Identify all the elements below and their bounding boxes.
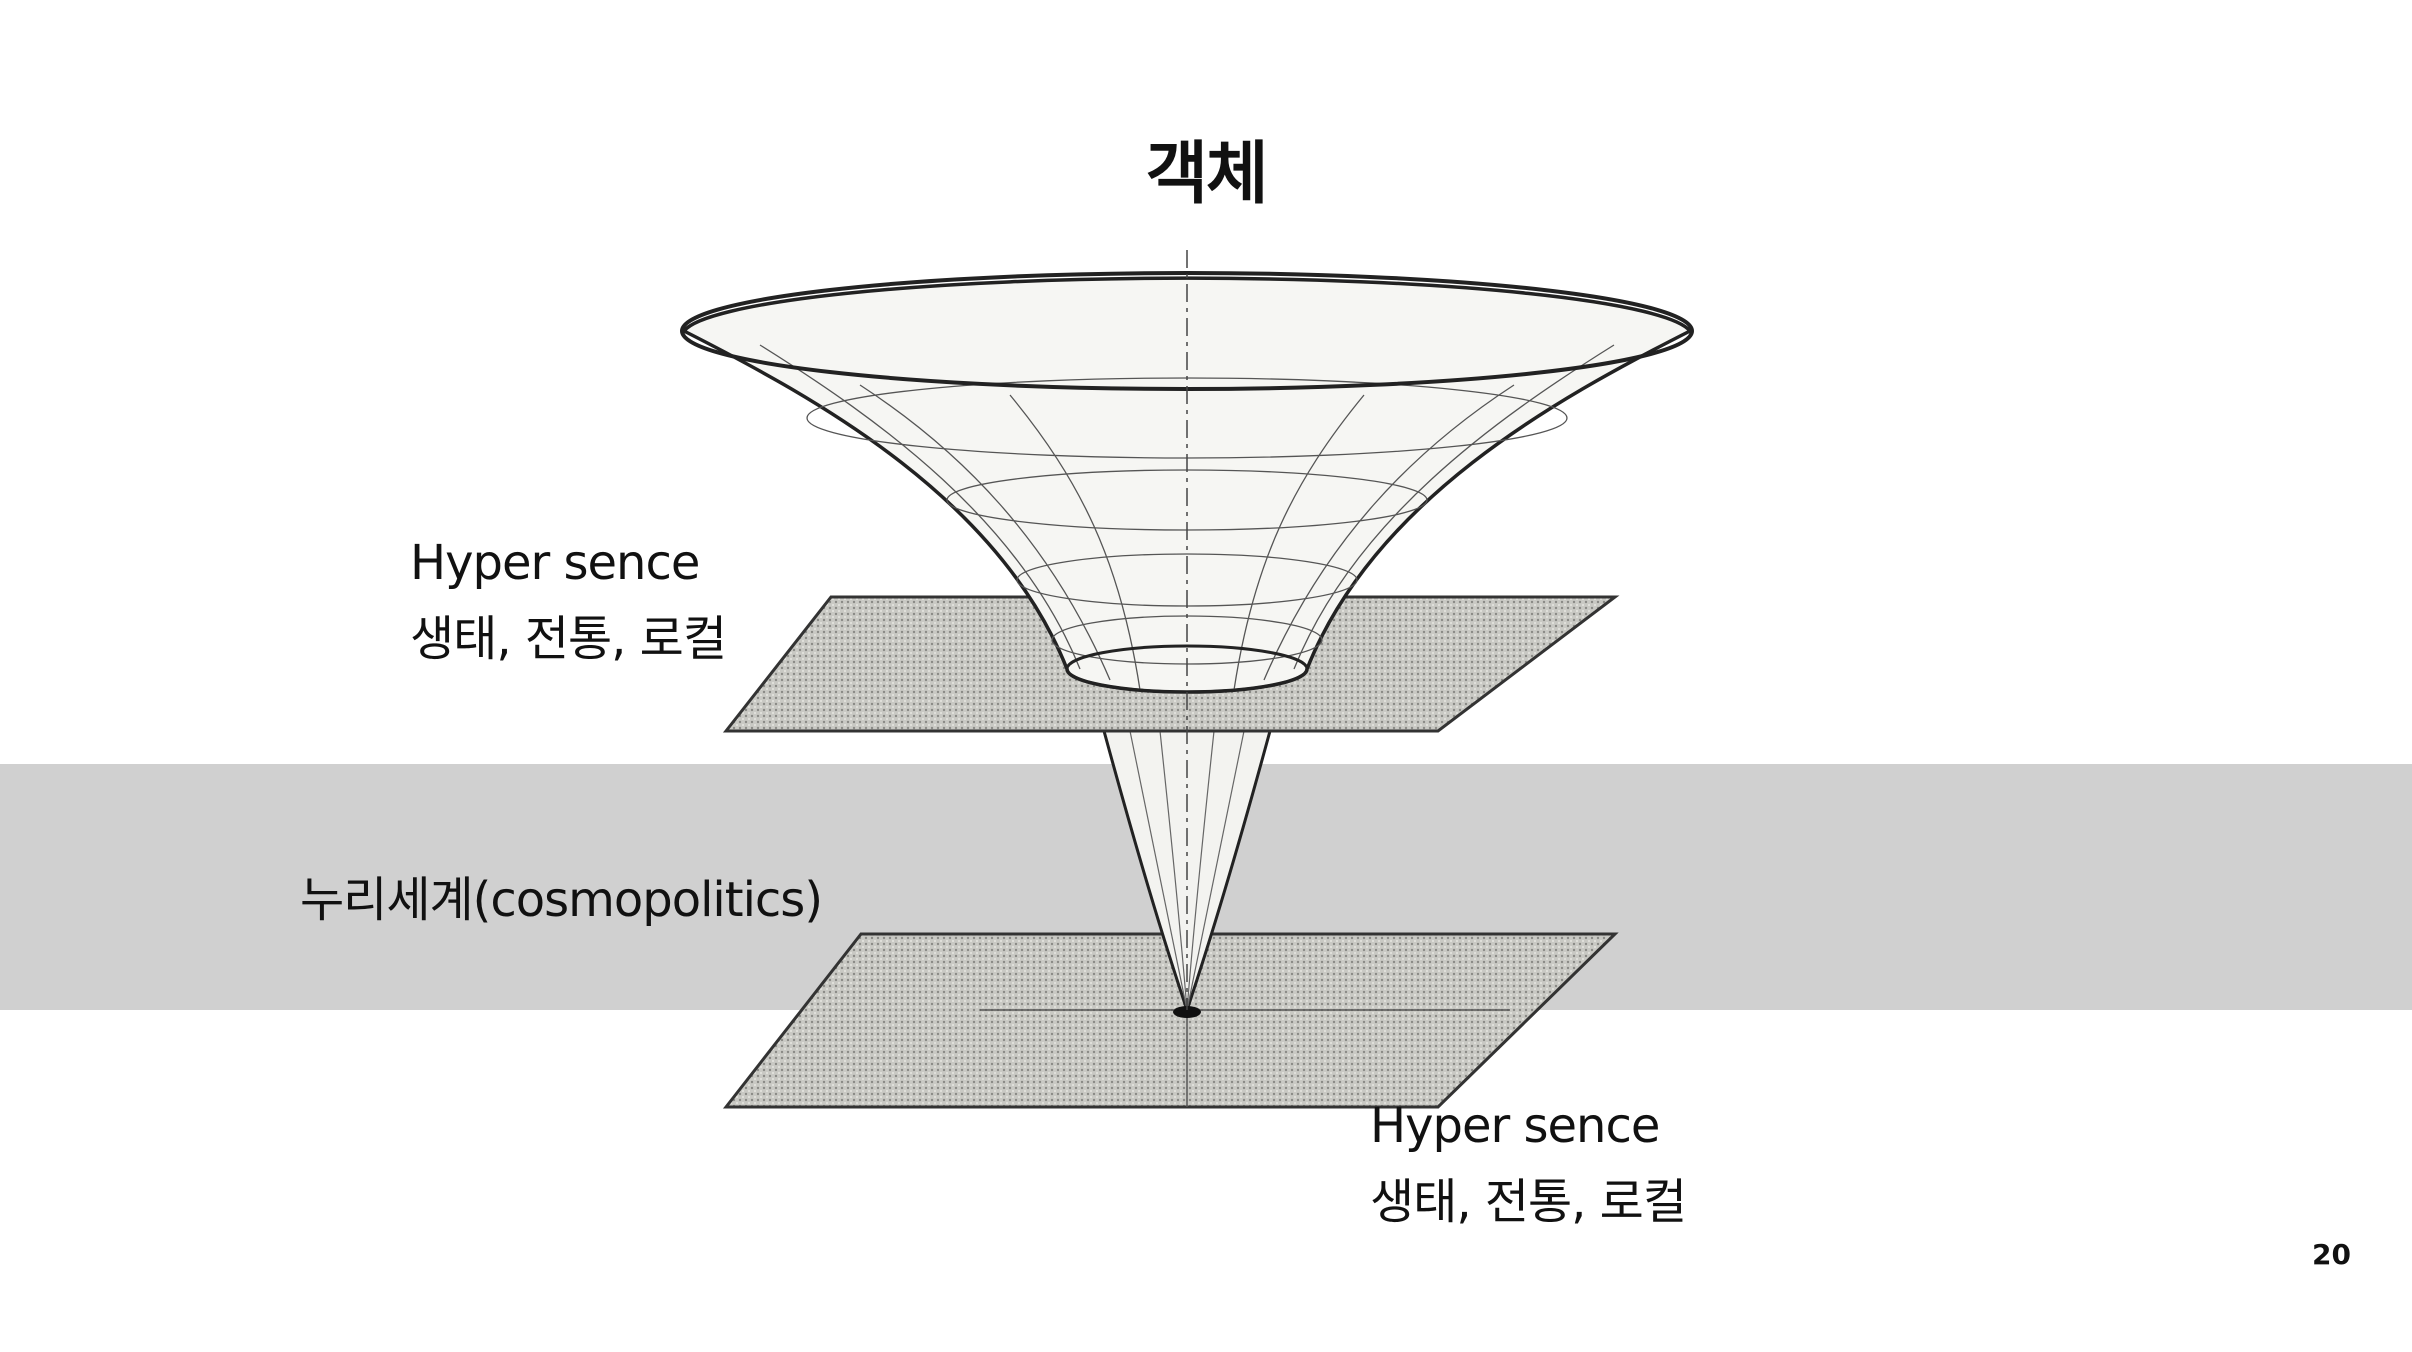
upper-label: Hyper sence 생태, 전통, 로컬 [410, 525, 727, 677]
slide-title: 객체 [1145, 135, 1268, 214]
lower-label-line1: Hyper sence [1370, 1098, 1660, 1154]
middle-label: 누리세계(cosmopolitics) [300, 872, 823, 928]
upper-label-line1: Hyper sence [410, 535, 700, 591]
page-number: 20 [2312, 1238, 2351, 1271]
upper-label-line2: 생태, 전통, 로컬 [410, 611, 727, 667]
lower-label-line2: 생태, 전통, 로컬 [1370, 1174, 1687, 1230]
lower-plane [722, 932, 1619, 1109]
lower-label: Hyper sence 생태, 전통, 로컬 [1370, 1088, 1687, 1240]
